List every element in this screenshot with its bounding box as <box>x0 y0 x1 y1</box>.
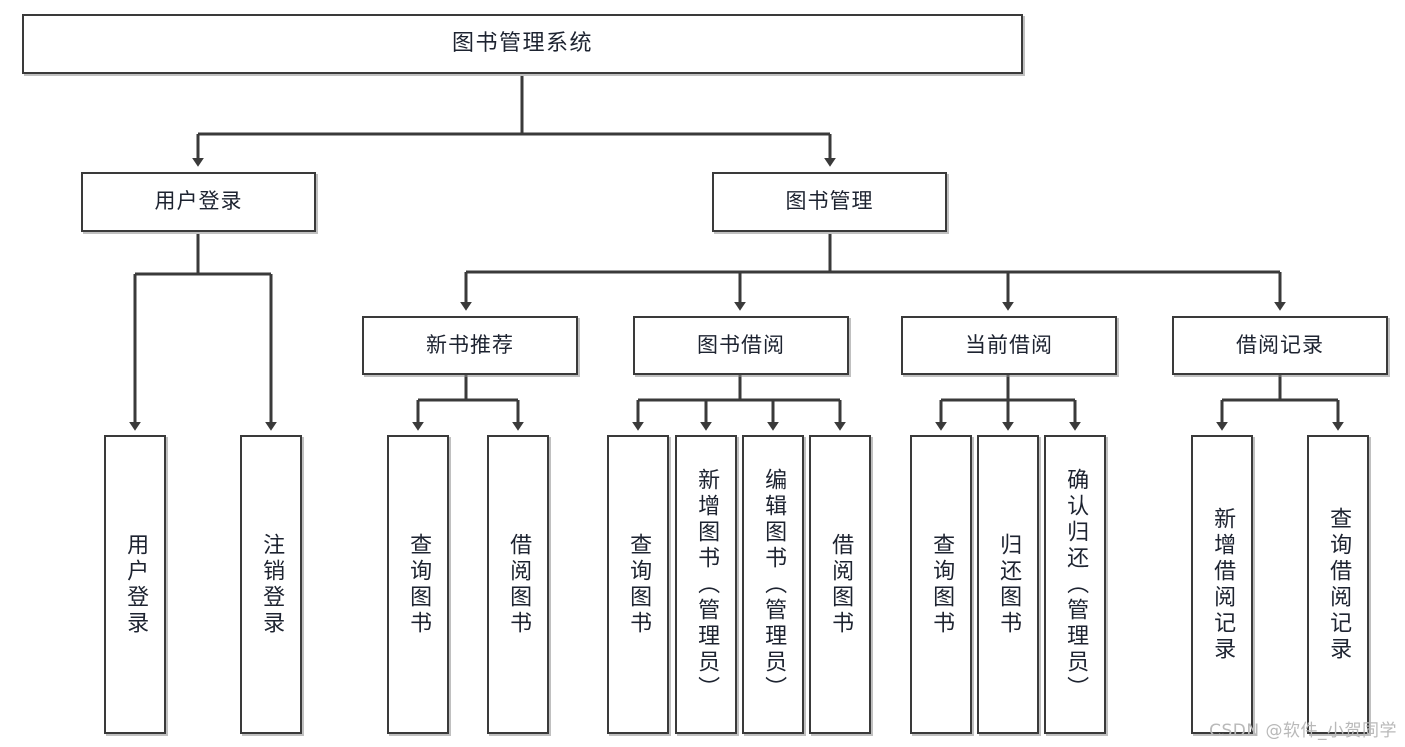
leaf-user-login[interactable]: 用户登录 <box>104 435 166 734</box>
leaf-user-logout-label: 注销登录 <box>259 532 285 637</box>
node-user-login[interactable]: 用户登录 <box>81 172 316 232</box>
node-book-manage[interactable]: 图书管理 <box>712 172 947 232</box>
leaf-borrow-book-1[interactable]: 借阅图书 <box>487 435 549 734</box>
leaf-add-record-label: 新增借阅记录 <box>1210 506 1236 663</box>
node-root-label: 图书管理系统 <box>451 30 593 56</box>
leaf-borrow-book-2[interactable]: 借阅图书 <box>809 435 871 734</box>
node-book-borrow[interactable]: 图书借阅 <box>633 316 849 375</box>
leaf-confirm-return-label: 确认归还（管理员） <box>1063 467 1089 702</box>
node-current-borrow-label: 当前借阅 <box>965 332 1053 357</box>
leaf-query-book-1-label: 查询图书 <box>406 532 432 637</box>
leaf-query-book-3[interactable]: 查询图书 <box>910 435 972 734</box>
leaf-add-book[interactable]: 新增图书（管理员） <box>675 435 737 734</box>
leaf-edit-book[interactable]: 编辑图书（管理员） <box>742 435 804 734</box>
node-borrow-record[interactable]: 借阅记录 <box>1172 316 1388 375</box>
leaf-user-login-label: 用户登录 <box>123 532 149 637</box>
node-user-login-label: 用户登录 <box>154 189 243 214</box>
leaf-query-book-2-label: 查询图书 <box>626 532 652 637</box>
node-new-book-rec[interactable]: 新书推荐 <box>362 316 578 375</box>
node-book-manage-label: 图书管理 <box>785 189 874 214</box>
leaf-borrow-book-1-label: 借阅图书 <box>506 532 532 637</box>
leaf-query-record-label: 查询借阅记录 <box>1326 506 1352 663</box>
leaf-query-book-2[interactable]: 查询图书 <box>607 435 669 734</box>
leaf-query-book-1[interactable]: 查询图书 <box>387 435 449 734</box>
leaf-return-book[interactable]: 归还图书 <box>977 435 1039 734</box>
node-borrow-record-label: 借阅记录 <box>1236 332 1324 357</box>
node-book-borrow-label: 图书借阅 <box>697 332 785 357</box>
leaf-add-record[interactable]: 新增借阅记录 <box>1191 435 1253 734</box>
node-current-borrow[interactable]: 当前借阅 <box>901 316 1117 375</box>
leaf-user-logout[interactable]: 注销登录 <box>240 435 302 734</box>
node-root[interactable]: 图书管理系统 <box>22 14 1023 74</box>
leaf-return-book-label: 归还图书 <box>996 532 1022 637</box>
leaf-add-book-label: 新增图书（管理员） <box>694 467 720 702</box>
leaf-edit-book-label: 编辑图书（管理员） <box>761 467 787 702</box>
leaf-query-book-3-label: 查询图书 <box>929 532 955 637</box>
leaf-confirm-return[interactable]: 确认归还（管理员） <box>1044 435 1106 734</box>
leaf-borrow-book-2-label: 借阅图书 <box>828 532 854 637</box>
leaf-query-record[interactable]: 查询借阅记录 <box>1307 435 1369 734</box>
node-new-book-rec-label: 新书推荐 <box>426 332 514 357</box>
